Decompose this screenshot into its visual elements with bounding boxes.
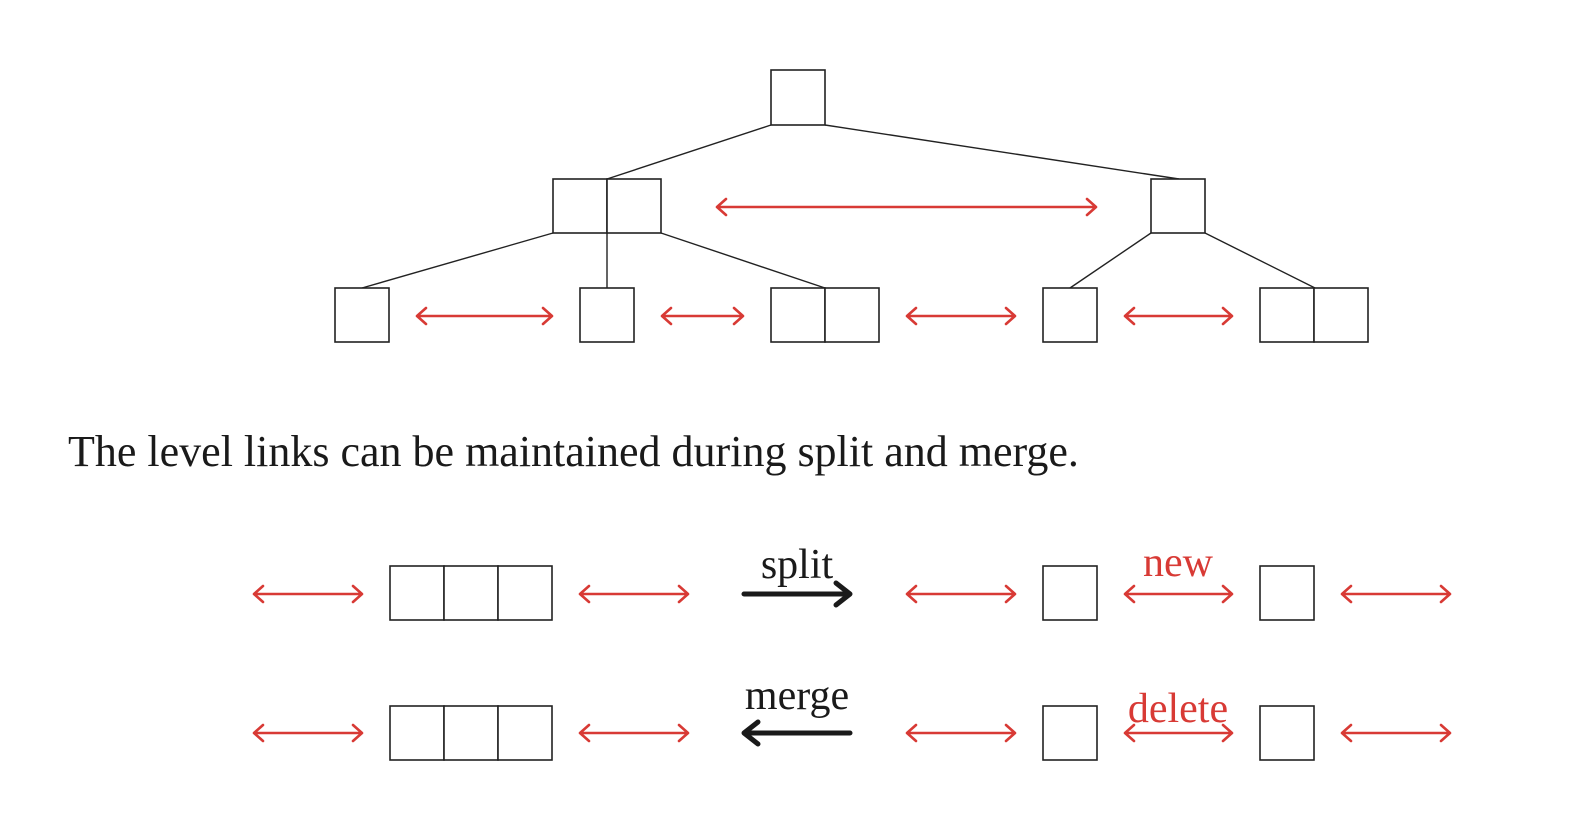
merge-result-key3 [497,705,553,761]
merge-result-key2 [443,705,499,761]
merge-link-outer-left [252,723,364,743]
split-arrow [741,580,853,608]
split-link-after-node [578,584,690,604]
leaf-node-1 [334,287,390,343]
edge-right-leaf5 [1204,232,1316,289]
split-before-key1 [389,565,445,621]
merge-source-left-node [1042,705,1098,761]
merge-label: merge [745,673,849,719]
tree-edges [361,124,1316,289]
merge-link-after-node [578,723,690,743]
edge-root-left [606,124,772,180]
tree-level-links [415,197,1234,326]
split-before-key2 [443,565,499,621]
new-link-label: new [1143,540,1214,586]
split-link-outer-left [252,584,364,604]
split-new-link [1123,584,1234,604]
merge-source-right-node [1259,705,1315,761]
merge-link-before-left [905,723,1017,743]
edge-left-leaf3 [660,232,826,289]
internal-node-left-key2 [606,178,662,234]
root-node [770,69,826,126]
level-link-leaf-3-4 [905,306,1017,326]
edge-left-leaf1 [361,232,554,289]
leaf-node-3-key2 [824,287,880,343]
tree-nodes [334,69,1369,343]
split-label: split [761,542,834,588]
merge-arrow [741,719,853,747]
level-link-leaf-2-3 [660,306,745,326]
split-link-outer-right [1340,584,1452,604]
diagram-caption: The level links can be maintained during… [68,427,1079,476]
leaf-node-5-key1 [1259,287,1315,343]
internal-node-right [1150,178,1206,234]
split-before-key3 [497,565,553,621]
merge-result-key1 [389,705,445,761]
edge-root-right [824,124,1180,180]
level-link-leaf-1-2 [415,306,554,326]
edge-right-leaf4 [1069,232,1152,289]
leaf-node-4 [1042,287,1098,343]
internal-node-left-key1 [552,178,608,234]
merge-deleted-link [1123,723,1234,743]
split-result-left-node [1042,565,1098,621]
leaf-node-2 [579,287,635,343]
delete-link-label: delete [1128,686,1228,732]
split-row: split new [252,540,1452,621]
leaf-node-3-key1 [770,287,826,343]
split-link-before-left [905,584,1017,604]
merge-row: merge delete [252,673,1452,761]
merge-link-outer-right [1340,723,1452,743]
split-result-right-node [1259,565,1315,621]
level-link-leaf-4-5 [1123,306,1234,326]
leaf-node-5-key2 [1313,287,1369,343]
level-link-internal [715,197,1098,217]
